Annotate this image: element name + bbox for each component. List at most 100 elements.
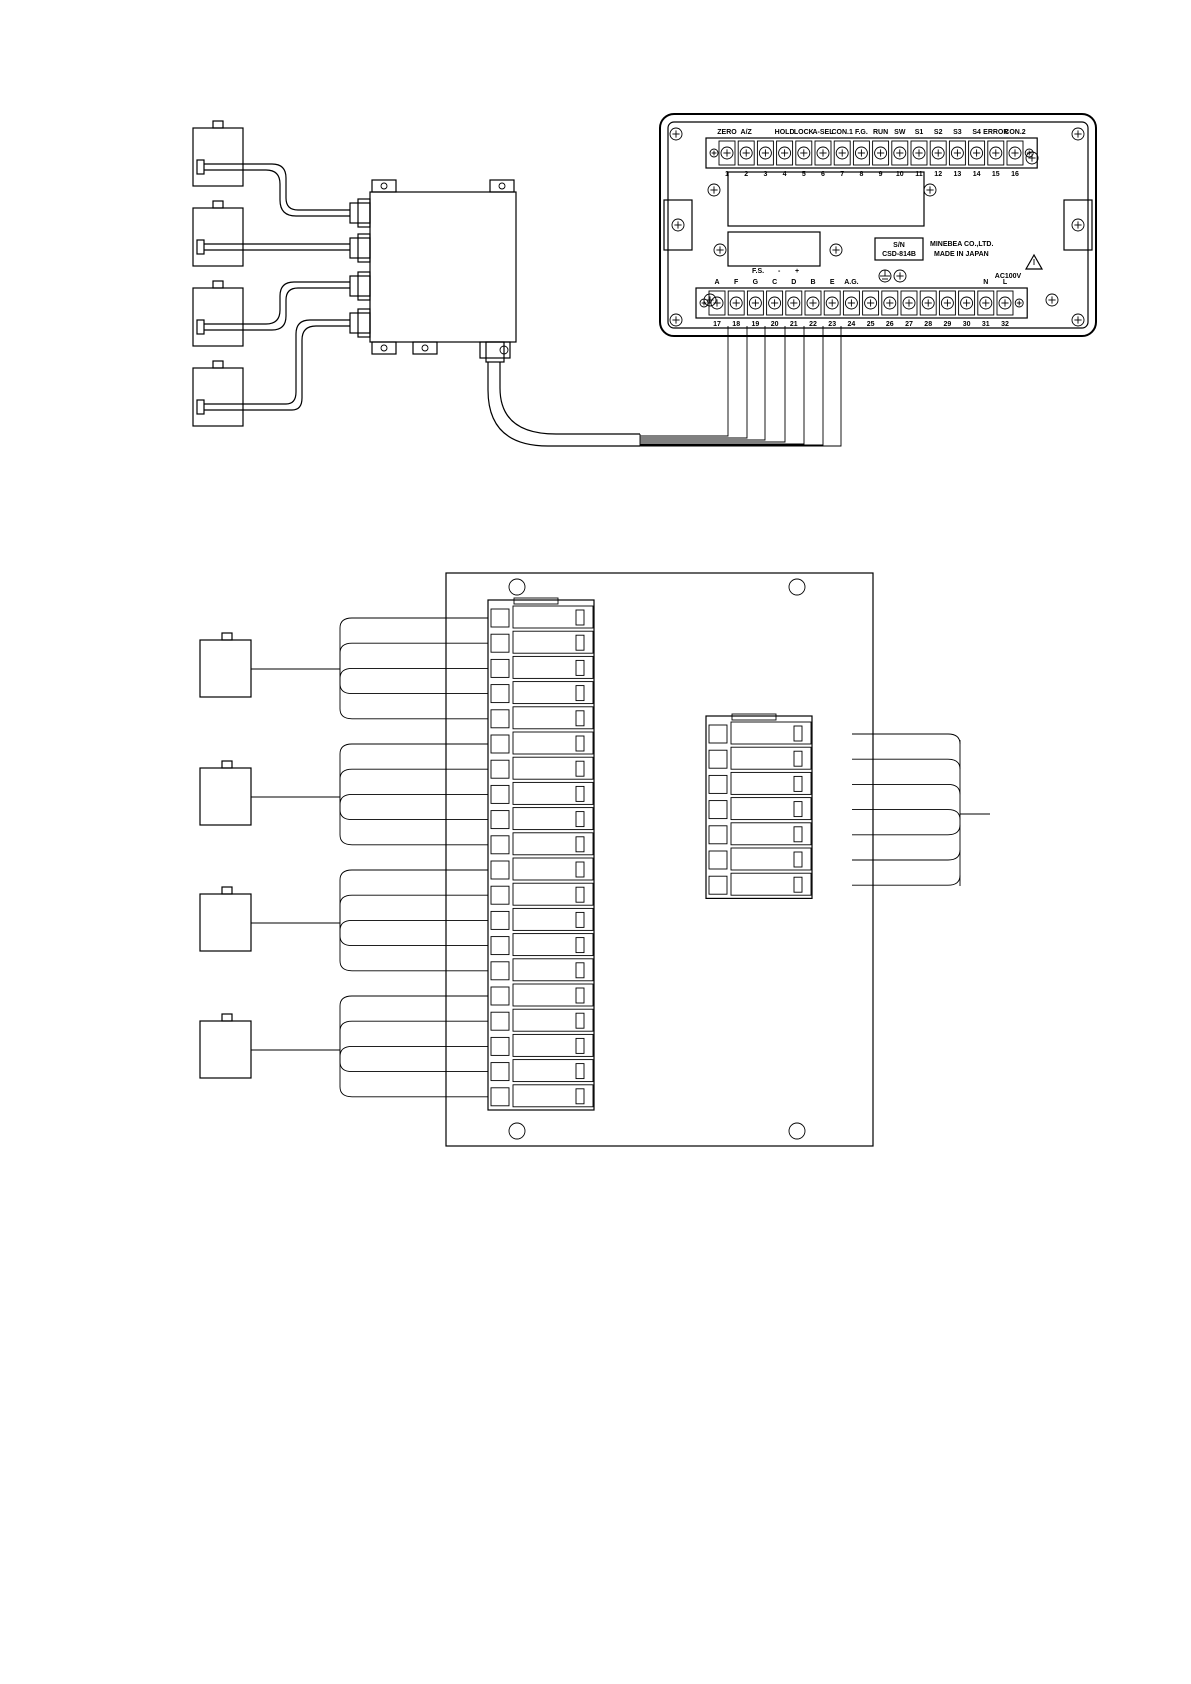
terminal-slot: [491, 710, 509, 728]
screw-icon: [913, 147, 925, 159]
terminal-number: 31: [982, 321, 990, 328]
terminal-label: S4: [972, 129, 981, 136]
screw-icon: [826, 297, 838, 309]
terminal-slot: [709, 851, 727, 869]
screw-icon: [845, 297, 857, 309]
screw-icon: [1026, 152, 1038, 164]
terminal-label: L: [1003, 279, 1008, 286]
screw-icon: [865, 297, 877, 309]
screw-icon: [711, 297, 723, 309]
terminal-number: 25: [867, 321, 875, 328]
terminal-label: CON.1: [831, 129, 853, 136]
screw-icon: [855, 147, 867, 159]
screw-icon: [836, 147, 848, 159]
terminal-slot: [491, 836, 509, 854]
terminal-number: 6: [821, 171, 825, 178]
terminal-label: N: [983, 279, 988, 286]
terminal-number: 30: [963, 321, 971, 328]
terminal-number: 9: [879, 171, 883, 178]
terminal-label: G: [753, 279, 759, 286]
load-cell-top-4: [193, 320, 350, 426]
ground-icon: [879, 270, 891, 282]
screw-icon: [924, 184, 936, 196]
load-cell-terminal-block: [446, 598, 594, 1110]
terminal-number: 21: [790, 321, 798, 328]
terminal-label: ZERO: [717, 129, 737, 136]
terminal-number: 29: [944, 321, 952, 328]
terminal-slot: [709, 750, 727, 768]
terminal-label: F.G.: [855, 129, 868, 136]
terminal-slot: [709, 826, 727, 844]
terminal-number: 19: [752, 321, 760, 328]
terminal-number: 22: [809, 321, 817, 328]
screw-icon: [961, 297, 973, 309]
indicator-instrument: S/N CSD-814B MINEBEA CO.,LTD. MADE IN JA…: [660, 114, 1096, 336]
screw-icon: [788, 297, 800, 309]
terminal-slot: [491, 1063, 509, 1081]
terminal-number: 32: [1001, 321, 1009, 328]
load-cell-bottom-3: [200, 870, 446, 971]
terminal-label: S1: [915, 129, 924, 136]
terminal-slot: [491, 937, 509, 955]
terminal-board: [446, 573, 873, 1146]
terminal-label: F: [734, 279, 739, 286]
terminal-number: 14: [973, 171, 981, 178]
screw-icon: [990, 147, 1002, 159]
screw-icon: [670, 314, 682, 326]
terminal-number: 24: [848, 321, 856, 328]
screw-icon: [740, 147, 752, 159]
terminal-slot: [491, 735, 509, 753]
terminal-number: 1: [725, 171, 729, 178]
screw-icon: [672, 219, 684, 231]
plus-label: +: [795, 268, 799, 275]
terminal-label: D: [791, 279, 796, 286]
screw-icon: [710, 149, 718, 157]
load-cell-bottom-4: [200, 996, 446, 1097]
terminal-number: 18: [732, 321, 740, 328]
terminal-slot: [709, 876, 727, 894]
terminal-number: 17: [713, 321, 721, 328]
screw-icon: [830, 244, 842, 256]
terminal-label: S2: [934, 129, 943, 136]
terminal-number: 4: [783, 171, 787, 178]
terminal-slot: [491, 886, 509, 904]
screw-icon: [749, 297, 761, 309]
terminal-number: 28: [924, 321, 932, 328]
screw-icon: [769, 297, 781, 309]
screw-icon: [941, 297, 953, 309]
terminal-slot: [491, 634, 509, 652]
junction-box: [350, 180, 516, 362]
terminal-label: A: [714, 279, 719, 286]
terminal-slot: [491, 987, 509, 1005]
terminal-slot: [491, 962, 509, 980]
screw-icon: [714, 244, 726, 256]
terminal-label: SW: [894, 129, 906, 136]
screw-icon: [798, 147, 810, 159]
terminal-label: A.G.: [844, 279, 858, 286]
screw-icon: [932, 147, 944, 159]
terminal-number: 7: [840, 171, 844, 178]
load-cell-top-3: [193, 281, 350, 346]
terminal-slot: [491, 1088, 509, 1106]
terminal-slot: [491, 685, 509, 703]
screw-icon: [894, 270, 906, 282]
load-cell-top-1: [193, 121, 350, 216]
ac-voltage-label: AC100V: [995, 273, 1022, 280]
terminal-label: C: [772, 279, 777, 286]
load-cell-bottom-2: [200, 744, 446, 845]
screw-icon: [670, 128, 682, 140]
terminal-label: A/Z: [741, 129, 753, 136]
terminal-number: 20: [771, 321, 779, 328]
screw-icon: [759, 147, 771, 159]
screw-icon: [704, 294, 716, 306]
terminal-slot: [491, 609, 509, 627]
terminal-number: 2: [744, 171, 748, 178]
terminal-number: 23: [828, 321, 836, 328]
terminal-slot: [491, 811, 509, 829]
screw-icon: [884, 297, 896, 309]
terminal-number: 5: [802, 171, 806, 178]
terminal-slot: [491, 785, 509, 803]
minus-label: -: [778, 268, 781, 275]
serial-label: S/N: [893, 242, 905, 249]
